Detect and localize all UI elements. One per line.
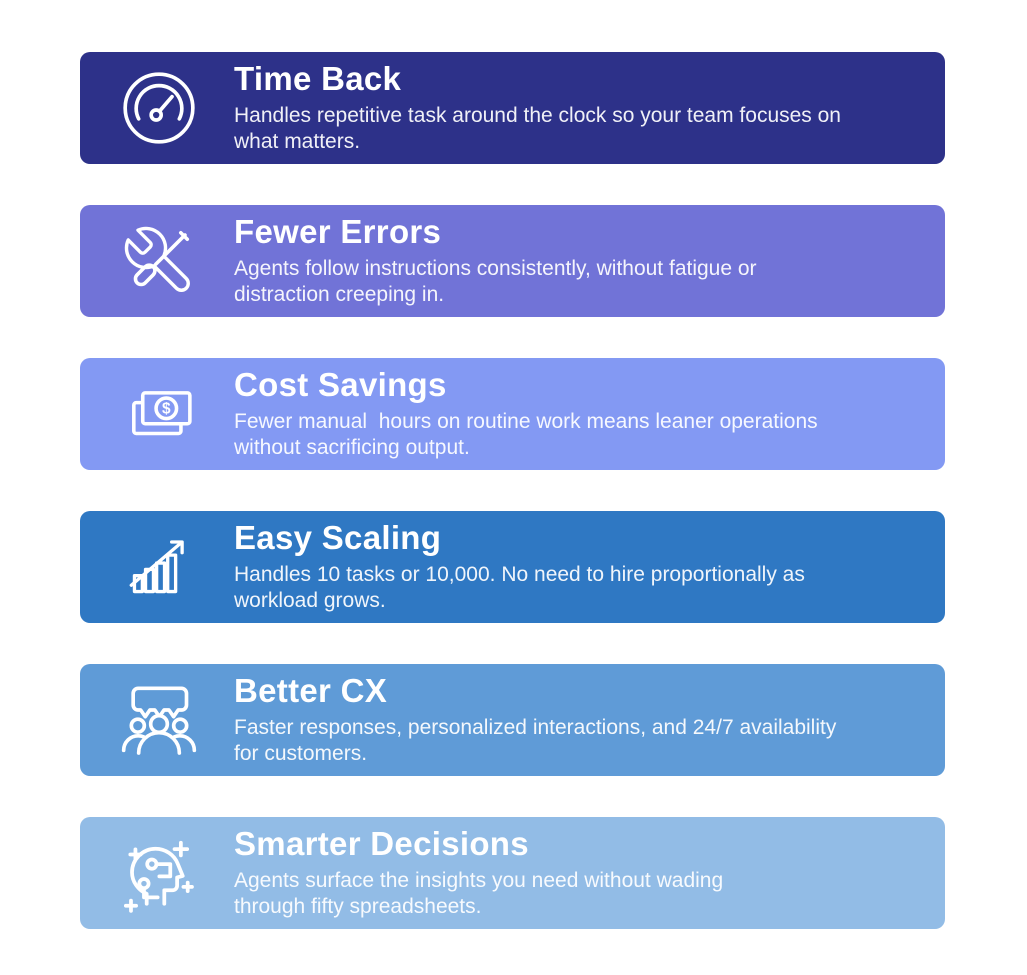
- benefit-card-time-back: Time Back Handles repetitive task around…: [80, 52, 945, 164]
- money-bills-icon: $: [118, 366, 200, 462]
- benefit-card-easy-scaling: Easy Scaling Handles 10 tasks or 10,000.…: [80, 511, 945, 623]
- growth-chart-icon: [118, 519, 200, 615]
- card-description: Agents surface the insights you need wit…: [234, 868, 724, 918]
- card-title: Easy Scaling: [234, 519, 442, 557]
- card-description: Faster responses, personalized interacti…: [234, 715, 837, 765]
- card-description: Handles repetitive task around the clock…: [234, 103, 841, 153]
- card-description: Fewer manual hours on routine work means…: [234, 409, 818, 459]
- crossed-tools-icon: [118, 213, 200, 309]
- benefit-card-better-cx: Better CX Faster responses, personalized…: [80, 664, 945, 776]
- benefit-card-fewer-errors: Fewer Errors Agents follow instructions …: [80, 205, 945, 317]
- card-title: Cost Savings: [234, 366, 447, 404]
- benefit-card-cost-savings: $ Cost Savings Fewer manual hours on rou…: [80, 358, 945, 470]
- speedometer-icon: [118, 60, 200, 156]
- card-description: Agents follow instructions consistently,…: [234, 256, 757, 306]
- benefit-card-smarter-decisions: Smarter Decisions Agents surface the ins…: [80, 817, 945, 929]
- card-description: Handles 10 tasks or 10,000. No need to h…: [234, 562, 805, 612]
- card-title: Better CX: [234, 672, 388, 710]
- customers-chat-icon: [118, 672, 200, 768]
- card-title: Smarter Decisions: [234, 825, 529, 863]
- card-title: Fewer Errors: [234, 213, 442, 251]
- card-title: Time Back: [234, 60, 402, 98]
- smart-head-icon: [118, 825, 200, 921]
- dollar-sign: $: [162, 401, 171, 418]
